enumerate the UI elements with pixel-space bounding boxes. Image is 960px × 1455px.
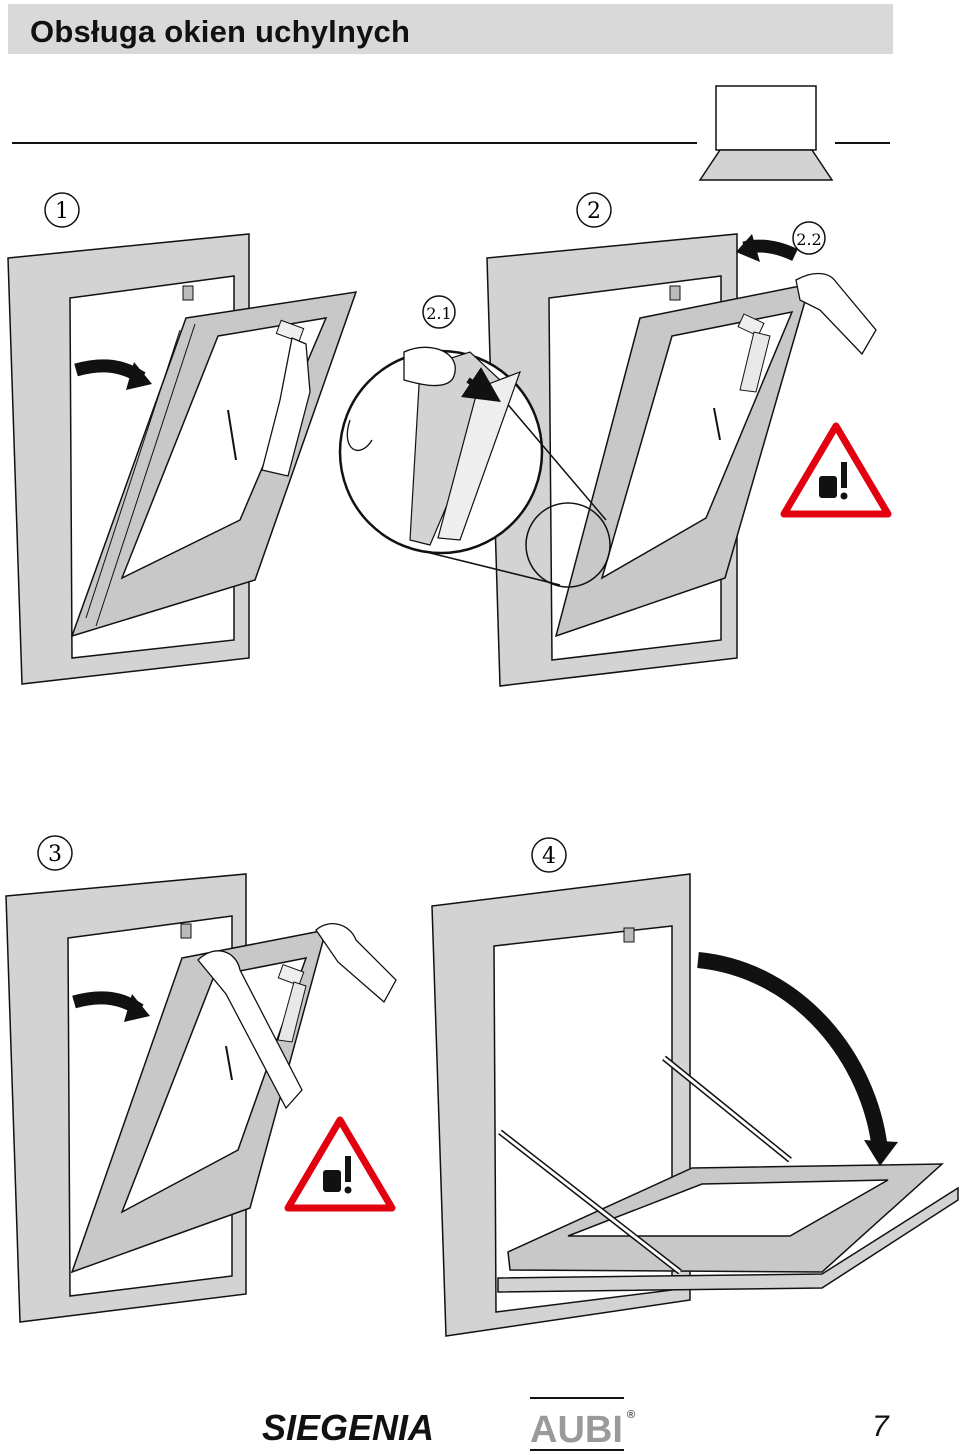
step-3-illustration <box>5 873 397 1323</box>
siegenia-aubi-logo: SIEGENIA AUBI ® <box>262 1397 635 1451</box>
warning-weight-icon <box>780 422 892 518</box>
curved-arrow-icon <box>697 952 888 1151</box>
step-1-label: 1 <box>55 199 69 224</box>
step-1-illustration <box>7 233 358 685</box>
step-2-label: 2 <box>587 199 601 224</box>
hand-icon <box>795 272 877 356</box>
hand-icon <box>315 923 397 1004</box>
step-2-illustration <box>338 233 877 687</box>
step-2-2-badge: 2.2 <box>792 221 826 255</box>
page-title: Obsługa okien uchylnych <box>30 14 411 49</box>
page-number: 7 <box>872 1410 889 1443</box>
registered-mark: ® <box>627 1409 635 1421</box>
step-2-2-label: 2.2 <box>796 230 821 249</box>
step-2-1-label: 2.1 <box>426 304 451 323</box>
bottom-hung-window-icon <box>12 85 890 181</box>
step-4-illustration <box>431 873 959 1337</box>
step-2-badge: 2 <box>576 192 612 228</box>
step-2-1-badge: 2.1 <box>422 295 456 329</box>
step-3-label: 3 <box>48 842 62 867</box>
hand-icon <box>261 337 311 477</box>
warning-weight-icon <box>284 1116 396 1212</box>
step-3-badge: 3 <box>37 835 73 871</box>
brand-main: SIEGENIA <box>262 1407 434 1448</box>
step-4-label: 4 <box>542 844 556 869</box>
step-1-badge: 1 <box>44 192 80 228</box>
hand-icon <box>197 950 303 1110</box>
brand-sub: AUBI <box>530 1409 623 1451</box>
step-4-badge: 4 <box>531 837 567 873</box>
hand-icon <box>403 346 456 387</box>
title-bar: Obsługa okien uchylnych <box>8 4 893 54</box>
